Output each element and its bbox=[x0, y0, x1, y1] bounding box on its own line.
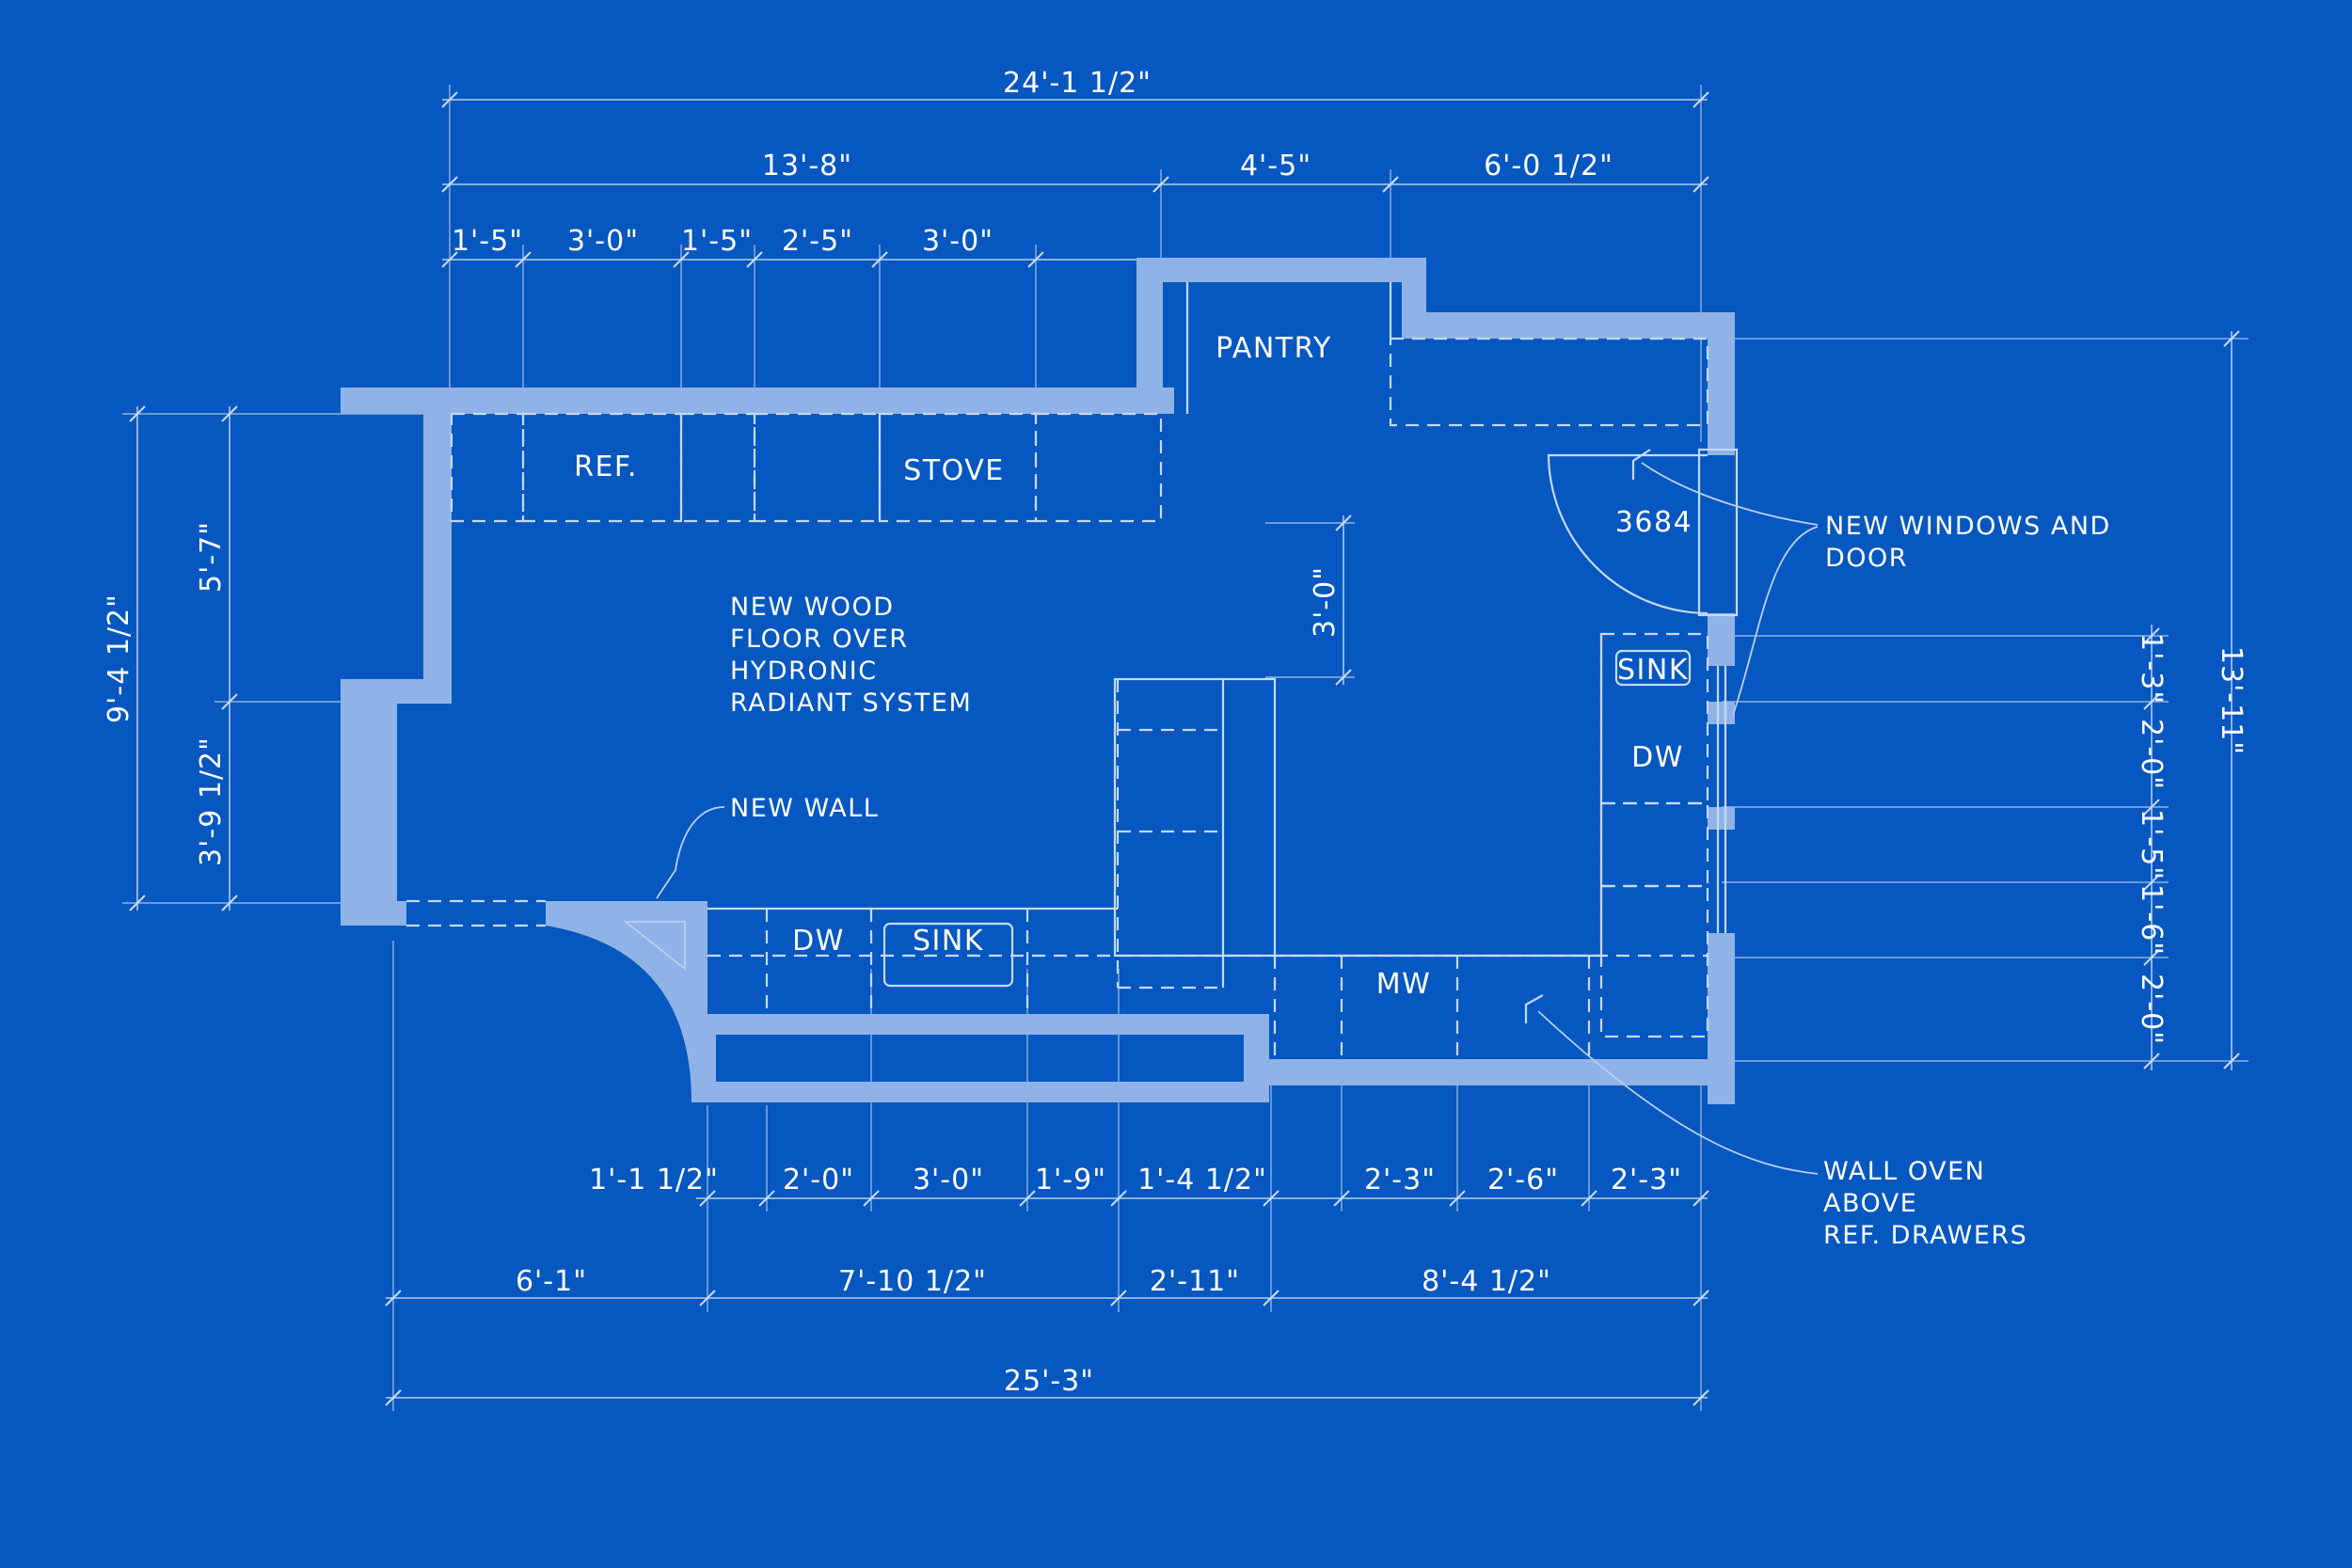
right-cabinets bbox=[1599, 632, 1727, 1038]
dim-top-cab-2: 3'-0" bbox=[567, 225, 639, 258]
dim-bottom-seg-2: 7'-10 1/2" bbox=[838, 1265, 987, 1298]
dim-bottom-cab-3: 3'-0" bbox=[913, 1164, 984, 1196]
sink-bottom-label: SINK bbox=[913, 925, 984, 958]
dim-top-seg-1: 13'-8" bbox=[762, 150, 852, 182]
top-dimensions bbox=[441, 85, 1709, 442]
dim-bottom-cab-1: 1'-1 1/2" bbox=[589, 1164, 719, 1196]
dim-bottom-overall: 25'-3" bbox=[1004, 1365, 1094, 1398]
dim-bottom-cab-4: 1'-9" bbox=[1035, 1164, 1106, 1196]
new-wall-detail bbox=[623, 921, 686, 971]
entry-door bbox=[1547, 448, 1739, 617]
walls bbox=[341, 258, 1735, 1104]
oven-leader bbox=[1537, 1010, 1819, 1175]
dim-right-seg-2: 2'-0" bbox=[2135, 719, 2168, 790]
mw-label: MW bbox=[1376, 968, 1432, 1001]
dim-inner-vertical: 3'-0" bbox=[1309, 566, 1342, 638]
stove-label: STOVE bbox=[903, 454, 1004, 487]
dim-right-seg-5: 2'-0" bbox=[2135, 974, 2168, 1045]
dim-right-seg-3: 1'-5" bbox=[2135, 809, 2168, 880]
dim-bottom-seg-1: 6'-1" bbox=[516, 1265, 587, 1298]
bottom-dimensions bbox=[385, 941, 1709, 1411]
oven-arrow bbox=[1524, 994, 1544, 1023]
dim-bottom-cab-6: 2'-3" bbox=[1364, 1164, 1436, 1196]
door-code-label: 3684 bbox=[1615, 506, 1692, 539]
floor-note-line-4: RADIANT SYSTEM bbox=[730, 689, 972, 718]
dim-bottom-seg-3: 2'-11" bbox=[1150, 1265, 1240, 1298]
windows-leader-2 bbox=[1732, 526, 1819, 716]
dim-top-cab-4: 2'-5" bbox=[782, 225, 853, 258]
floor-note-line-2: FLOOR OVER bbox=[730, 625, 909, 654]
dw-bottom-label: DW bbox=[792, 925, 845, 958]
floor-note-line-3: HYDRONIC bbox=[730, 657, 878, 686]
dim-bottom-cab-5: 1'-4 1/2" bbox=[1137, 1164, 1267, 1196]
dim-left-seg-1: 5'-7" bbox=[195, 521, 228, 593]
dim-right-seg-1: 1'-3" bbox=[2135, 633, 2168, 705]
dim-top-cab-1: 1'-5" bbox=[452, 225, 523, 258]
dim-top-cab-5: 3'-0" bbox=[922, 225, 993, 258]
oven-note-line-3: REF. DRAWERS bbox=[1823, 1221, 2027, 1250]
windows-note-line-1: NEW WINDOWS AND bbox=[1825, 512, 2111, 541]
windows-note: NEW WINDOWS AND DOOR bbox=[1825, 512, 2111, 573]
dim-bottom-cab-7: 2'-6" bbox=[1487, 1164, 1559, 1196]
new-wall-leader bbox=[656, 806, 725, 899]
top-cabinets bbox=[450, 282, 1709, 523]
dim-left-seg-2: 3'-9 1/2" bbox=[195, 736, 228, 866]
openings bbox=[406, 899, 546, 927]
dim-top-cab-3: 1'-5" bbox=[681, 225, 753, 258]
dim-top-overall: 24'-1 1/2" bbox=[1003, 67, 1152, 100]
bottom-cabinets bbox=[707, 907, 1708, 1059]
oven-note-line-1: WALL OVEN bbox=[1823, 1157, 1985, 1186]
dim-top-seg-3: 6'-0 1/2" bbox=[1484, 150, 1613, 182]
floor-note: NEW WOOD FLOOR OVER HYDRONIC RADIANT SYS… bbox=[730, 593, 972, 718]
oven-note: WALL OVEN ABOVE REF. DRAWERS bbox=[1823, 1157, 2027, 1250]
dim-top-seg-2: 4'-5" bbox=[1240, 150, 1311, 182]
floor-note-line-1: NEW WOOD bbox=[730, 593, 895, 622]
new-wall-note: NEW WALL bbox=[730, 794, 879, 823]
windows-leader bbox=[1641, 462, 1819, 526]
sink-right-label: SINK bbox=[1617, 654, 1689, 687]
windows-note-line-2: DOOR bbox=[1825, 544, 1908, 573]
dim-left-overall: 9'-4 1/2" bbox=[103, 594, 135, 723]
dim-bottom-cab-8: 2'-3" bbox=[1611, 1164, 1682, 1196]
dim-right-seg-4: 1'-6" bbox=[2135, 884, 2168, 956]
left-dimensions bbox=[122, 405, 442, 911]
right-dimensions bbox=[1712, 330, 2249, 1070]
dim-right-overall: 13'-11" bbox=[2215, 646, 2248, 755]
door-arrow bbox=[1631, 449, 1651, 480]
pantry-label: PANTRY bbox=[1216, 332, 1332, 365]
island bbox=[1113, 677, 1277, 990]
oven-note-line-2: ABOVE bbox=[1823, 1189, 1917, 1218]
dim-bottom-seg-4: 8'-4 1/2" bbox=[1422, 1265, 1551, 1298]
dw-right-label: DW bbox=[1631, 741, 1684, 774]
ref-label: REF. bbox=[574, 451, 638, 483]
inner-dimension bbox=[1265, 515, 1355, 686]
dim-bottom-cab-2: 2'-0" bbox=[783, 1164, 854, 1196]
